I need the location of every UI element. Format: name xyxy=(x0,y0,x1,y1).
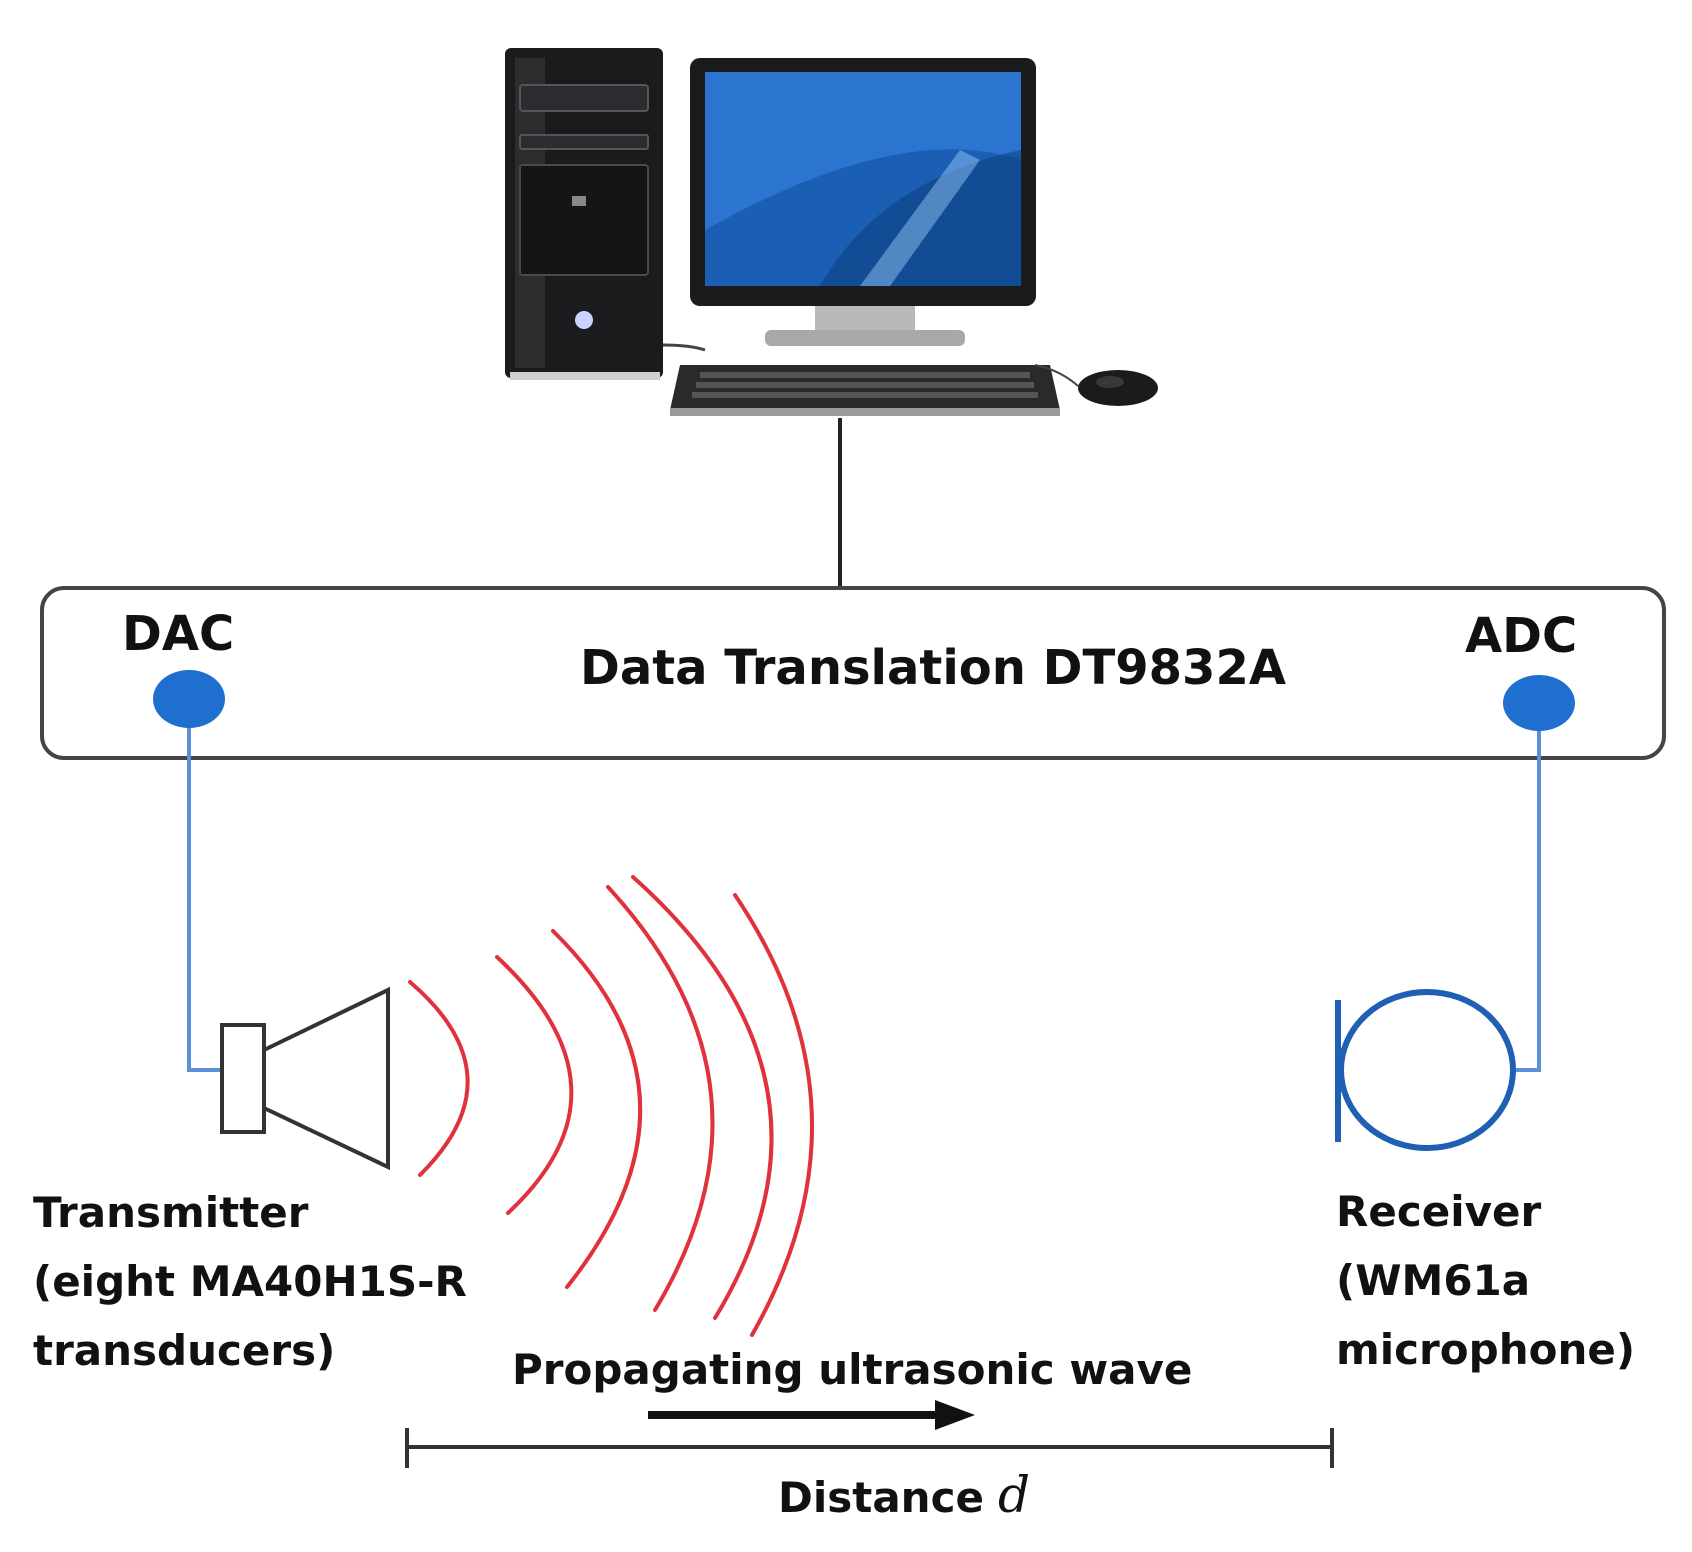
svg-text:(eight MA40H1S-R: (eight MA40H1S-R xyxy=(33,1257,467,1306)
pc-mouse xyxy=(1034,364,1158,406)
pc-tower xyxy=(505,48,663,380)
svg-text:Receiver: Receiver xyxy=(1336,1187,1541,1236)
ultrasonic-wavefronts xyxy=(408,875,814,1337)
svg-text:transducers): transducers) xyxy=(33,1326,335,1375)
wavefront xyxy=(631,875,774,1320)
distance-bar xyxy=(405,1428,1334,1468)
daq-device: Data Translation DT9832A DAC ADC xyxy=(40,586,1666,760)
wavefront xyxy=(606,885,715,1312)
svg-text:Transmitter: Transmitter xyxy=(33,1188,309,1237)
daq-box xyxy=(40,586,1666,760)
dac-label: DAC xyxy=(122,606,234,662)
svg-text:(WM61a: (WM61a xyxy=(1336,1256,1530,1305)
wavefront xyxy=(733,893,814,1337)
adc-label: ADC xyxy=(1465,608,1577,664)
pc-monitor xyxy=(690,58,1036,346)
dac-port xyxy=(153,670,225,728)
wavefront xyxy=(495,955,574,1215)
dac-wire xyxy=(187,728,225,1072)
microphone-icon xyxy=(1335,989,1516,1151)
receiver-label: Receiver (WM61a microphone) xyxy=(1336,1187,1635,1374)
svg-text:microphone): microphone) xyxy=(1336,1325,1635,1374)
propagation-arrow xyxy=(648,1400,975,1430)
speaker-icon xyxy=(220,986,390,1171)
computer-icon xyxy=(505,48,1158,416)
transmitter-label: Transmitter (eight MA40H1S-R transducers… xyxy=(33,1188,467,1375)
wavefront xyxy=(551,929,643,1289)
daq-name: Data Translation DT9832A xyxy=(580,640,1286,696)
adc-wire xyxy=(1516,731,1541,1072)
pc-keyboard xyxy=(670,365,1060,416)
wave-label: Propagating ultrasonic wave xyxy=(512,1345,1192,1394)
adc-port xyxy=(1503,675,1575,731)
wavefront xyxy=(408,980,470,1177)
